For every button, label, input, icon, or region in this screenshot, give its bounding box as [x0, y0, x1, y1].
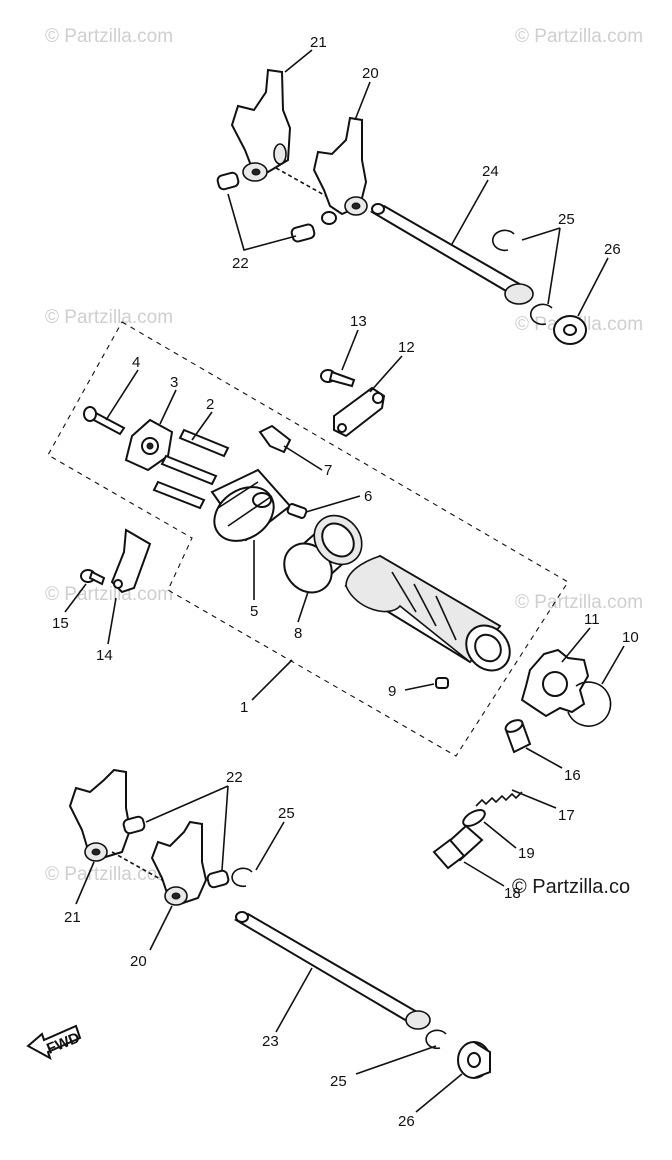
- segment-plate-3: [124, 418, 174, 472]
- watermark-top-left: © Partzilla.com: [45, 26, 173, 47]
- star-plate-11: [520, 648, 590, 718]
- bolt-13: [320, 369, 356, 388]
- callout-7: 7: [324, 462, 332, 479]
- circlip-25-mid: [231, 867, 253, 888]
- circlip-25-top-b: [529, 303, 553, 326]
- bearing-8: [283, 514, 363, 594]
- callout-22-top: 22: [232, 255, 249, 272]
- shift-fork-20-bottom: [150, 820, 208, 906]
- callout-2: 2: [206, 396, 214, 413]
- circlip-25-bottom: [425, 1029, 447, 1050]
- watermark-bottom-left: © Partzilla.com: [45, 864, 173, 885]
- detent-16: [504, 719, 532, 754]
- callout-25-top: 25: [558, 211, 575, 228]
- washer-19: [462, 809, 486, 827]
- callout-4: 4: [132, 354, 140, 371]
- callout-18: 18: [504, 885, 521, 902]
- callout-13: 13: [350, 313, 367, 330]
- stopper-lever-12: [333, 386, 386, 438]
- fwd-label: FWD: [44, 1029, 82, 1058]
- snap-ring-10: [567, 681, 612, 727]
- callout-21-top: 21: [310, 34, 327, 51]
- callout-23: 23: [262, 1033, 279, 1050]
- circlip-25-top-a: [491, 229, 515, 252]
- bolt-4: [83, 406, 126, 436]
- callout-6: 6: [364, 488, 372, 505]
- callout-16: 16: [564, 767, 581, 784]
- guide-pins-22-bottom: [122, 815, 230, 889]
- callout-20-top: 20: [362, 65, 379, 82]
- shift-drum: [344, 554, 511, 672]
- callout-14: 14: [96, 647, 113, 664]
- callout-17: 17: [558, 807, 575, 824]
- callout-9: 9: [388, 683, 396, 700]
- shift-fork-21-bottom: [68, 768, 132, 862]
- callout-26-bottom: 26: [398, 1113, 415, 1130]
- guide-pins-22-top: [216, 171, 316, 243]
- pin-6: [286, 503, 308, 519]
- screw-15: [80, 569, 106, 586]
- callout-20-bottom: 20: [130, 953, 147, 970]
- shift-drum-segment-5: [210, 468, 292, 542]
- callout-21-bottom: 21: [64, 909, 81, 926]
- plug-bolt-18: [432, 824, 484, 870]
- washer-26-bottom: [457, 1041, 491, 1079]
- stopper-7: [258, 424, 292, 454]
- shift-fork-21-top: [230, 68, 292, 182]
- callout-3: 3: [170, 374, 178, 391]
- callout-10: 10: [622, 629, 639, 646]
- watermark-mid-left: © Partzilla.com: [45, 307, 173, 328]
- callout-25-bottom: 25: [330, 1073, 347, 1090]
- dowel-pins-2: [152, 428, 230, 510]
- callout-8: 8: [294, 625, 302, 642]
- shift-fork-shaft-24: [369, 203, 534, 305]
- callout-12: 12: [398, 339, 415, 356]
- pin-9: [435, 677, 449, 689]
- callout-1: 1: [240, 699, 248, 716]
- shift-fork-shaft-23: [233, 911, 431, 1030]
- callout-11: 11: [584, 611, 600, 628]
- watermark-lower-right: © Partzilla.com: [515, 592, 643, 613]
- stopper-plate-14: [110, 528, 152, 594]
- watermark-bottom-right: © Partzilla.co: [512, 876, 630, 898]
- spring-17: [475, 791, 523, 807]
- callout-19: 19: [518, 845, 535, 862]
- shift-fork-20-top: [312, 116, 368, 225]
- callout-15: 15: [52, 615, 69, 632]
- callout-25-mid: 25: [278, 805, 295, 822]
- callout-26-top: 26: [604, 241, 621, 258]
- watermark-top-right: © Partzilla.com: [515, 26, 643, 47]
- callout-24: 24: [482, 163, 499, 180]
- watermark-lower-left: © Partzilla.com: [45, 584, 173, 605]
- callout-5: 5: [250, 603, 258, 620]
- washer-26-top: [553, 315, 587, 345]
- callout-22-bottom: 22: [226, 769, 243, 786]
- forward-direction-arrow: FWD: [26, 1024, 82, 1061]
